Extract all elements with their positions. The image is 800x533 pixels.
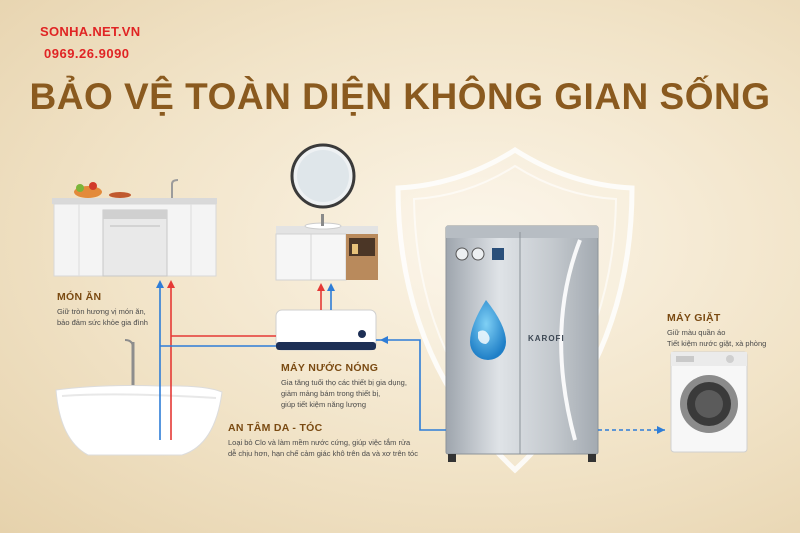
- washing-machine-icon: [670, 351, 748, 453]
- water-heater-icon: [275, 309, 377, 351]
- bathroom-vanity-icon: [275, 143, 378, 281]
- kitchen-title: MÓN ĂN: [57, 291, 102, 303]
- heater-desc-line: Gia tăng tuổi thọ các thiết bị gia dụng,: [281, 378, 407, 387]
- washer-desc-line: Giữ màu quần áo: [667, 328, 726, 337]
- kitchen-desc-line: Giữ tròn hương vị món ăn,: [57, 307, 146, 316]
- bath-title: AN TÂM DA - TÓC: [228, 422, 323, 434]
- bathtub-icon: [55, 339, 223, 456]
- heater-desc-line: giúp tiết kiệm năng lượng: [281, 400, 366, 409]
- washer-desc: Giữ màu quần áo Tiết kiệm nước giặt, xà …: [667, 327, 766, 349]
- water-filter-device: [445, 225, 599, 462]
- flow-arrows: [156, 280, 665, 434]
- washer-title: MÁY GIẶT: [667, 312, 721, 324]
- heater-desc-line: giảm mảng bám trong thiết bị,: [281, 389, 381, 398]
- washer-desc-line: Tiết kiệm nước giặt, xà phòng: [667, 339, 767, 348]
- kitchen-desc: Giữ tròn hương vị món ăn, bảo đảm sức kh…: [57, 306, 148, 328]
- water-drop-icon: [470, 300, 506, 360]
- brand-name: SONHA.NET.VN: [40, 24, 141, 39]
- heater-title: MÁY NƯỚC NÓNG: [281, 362, 379, 374]
- bath-desc-line: Loại bỏ Clo và làm mềm nước cứng, giúp v…: [228, 438, 411, 447]
- bath-desc-line: dễ chịu hơn, hạn chế cảm giác khô trên d…: [228, 449, 418, 458]
- device-logo: KAROFI: [528, 334, 565, 343]
- kitchen-desc-line: bảo đảm sức khỏe gia đình: [57, 318, 148, 327]
- heater-desc: Gia tăng tuổi thọ các thiết bị gia dụng,…: [281, 377, 407, 410]
- bath-desc: Loại bỏ Clo và làm mềm nước cứng, giúp v…: [228, 437, 418, 459]
- phone-number: 0969.26.9090: [44, 46, 130, 61]
- kitchen-cabinet-icon: [52, 179, 217, 277]
- page-title: BẢO VỆ TOÀN DIỆN KHÔNG GIAN SỐNG: [29, 76, 771, 117]
- pipes: [159, 284, 665, 440]
